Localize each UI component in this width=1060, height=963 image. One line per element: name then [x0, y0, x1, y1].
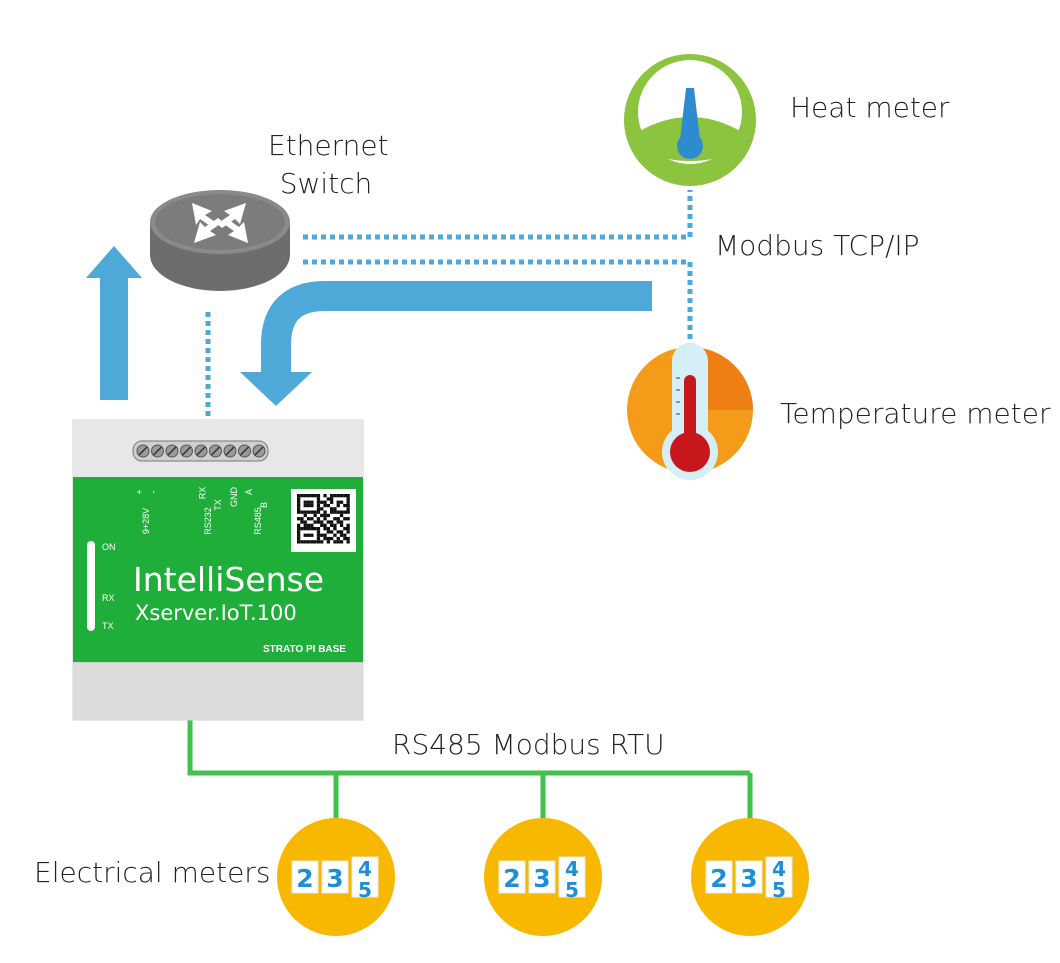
rs485-pin-label: RS485: [252, 507, 263, 535]
meter-digit: 5: [772, 878, 786, 902]
pin-minus-label: -: [148, 490, 159, 494]
meter-digit: 2: [710, 864, 727, 893]
electrical-meters-label: Electrical meters: [34, 856, 271, 889]
meter-digit: 3: [533, 864, 550, 893]
meter-digit: 3: [740, 864, 757, 893]
heat-meter-label: Heat meter: [790, 91, 950, 124]
device-model: Xserver.IoT.100: [135, 601, 297, 625]
heat-meter-icon: [624, 54, 756, 186]
meter-digit: 4: [358, 857, 372, 881]
rs232-label: RS232: [202, 507, 213, 535]
led-rx-label: RX: [102, 593, 115, 603]
rs485-bus: [187, 720, 753, 824]
pin-plus-label: +: [134, 489, 145, 495]
meter-digit: 5: [565, 878, 579, 902]
meter-digit: 4: [772, 857, 786, 881]
ethernet-switch-label-line1: Ethernet: [268, 129, 389, 162]
pin-a-label: A: [244, 488, 255, 496]
modbus-tcp-label: Modbus TCP/IP: [715, 229, 920, 262]
uplink-arrow: [86, 246, 142, 400]
meter-digit: 2: [296, 864, 313, 893]
downlink-arrow: [261, 281, 652, 374]
strato-pi-device: [72, 419, 364, 721]
meter-digit: 3: [326, 864, 343, 893]
modbus-tcp-links: [205, 190, 693, 420]
rs485-label: RS485 Modbus RTU: [392, 728, 665, 761]
meter-digit: 4: [565, 857, 579, 881]
led-tx-label: TX: [102, 621, 114, 631]
pin-gnd-label: GND: [229, 487, 239, 507]
ethernet-switch-label-line2: Switch: [279, 167, 373, 200]
meter-digit: 5: [358, 878, 372, 902]
device-base-label: STRATO PI BASE: [263, 644, 346, 655]
led-on-label: ON: [102, 542, 116, 552]
temperature-meter-icon: [627, 343, 753, 480]
power-label: 9+28V: [141, 507, 152, 535]
pin-tx-label: TX: [212, 499, 223, 511]
meter-digit: 2: [503, 864, 520, 893]
ethernet-switch-icon: [150, 190, 290, 291]
pin-rx-label: RX: [197, 486, 208, 500]
temperature-meter-label: Temperature meter: [780, 397, 1051, 430]
ethernet-switch-label: Ethernet Switch: [268, 127, 389, 203]
device-brand: IntelliSense: [133, 560, 325, 599]
downlink-arrow-head: [240, 372, 312, 406]
